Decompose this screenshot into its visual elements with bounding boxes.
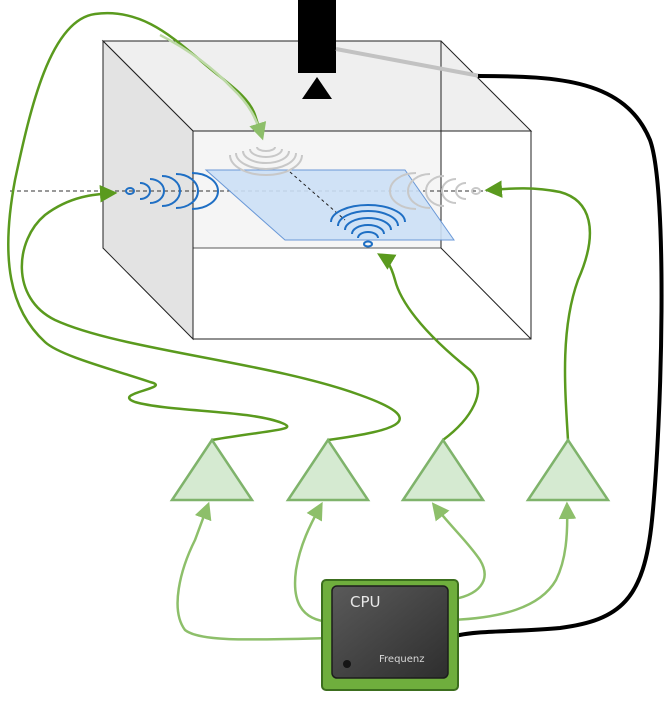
cpu-chip-dot — [343, 660, 351, 668]
amplifier-4 — [525, 437, 611, 502]
amplifier-2 — [285, 437, 371, 502]
right-wave-emitter-icon — [389, 172, 481, 210]
camera-cable-gray — [335, 47, 481, 78]
box-edge-bottom-right — [440, 247, 532, 340]
amplifier-triangle-icon — [400, 437, 486, 502]
wire-cpu-to-amp2 — [293, 501, 331, 624]
wire-top-emitter-faded — [159, 33, 267, 141]
wire-amp4-to-right-emitter — [484, 180, 592, 441]
amplifier-3 — [400, 437, 486, 502]
amplifier-triangle-icon — [285, 437, 371, 502]
wire-amp3-to-bottom-emitter — [376, 253, 480, 442]
cpu-label: CPU — [350, 593, 381, 611]
camera-cable-black — [454, 74, 664, 638]
wire-cpu-to-amp3 — [431, 502, 486, 602]
amplifier-1 — [169, 437, 255, 502]
plate-vertical-dashed — [289, 171, 346, 221]
amplifier-triangle-icon — [169, 437, 255, 502]
cpu-sublabel: Frequenz — [379, 654, 425, 665]
camera-body — [298, 0, 336, 73]
levitation-plate — [204, 169, 455, 241]
wire-amp2-to-left-emitter — [20, 184, 401, 442]
top-wave-emitter-icon — [229, 146, 303, 176]
left-wave-emitter-icon — [125, 172, 219, 210]
camera-lens-triangle-icon — [302, 77, 332, 99]
amplifier-triangle-icon — [525, 437, 611, 502]
cpu-chip-body — [331, 585, 449, 679]
top-camera — [298, 0, 336, 99]
bottom-wave-emitter-icon — [330, 204, 406, 248]
wire-amp1-to-top-emitter — [7, 11, 289, 442]
wire-cpu-to-amp4 — [451, 501, 577, 622]
cpu-chip-icon: CPU Frequenz — [321, 579, 459, 691]
wire-cpu-to-amp1 — [176, 501, 331, 641]
